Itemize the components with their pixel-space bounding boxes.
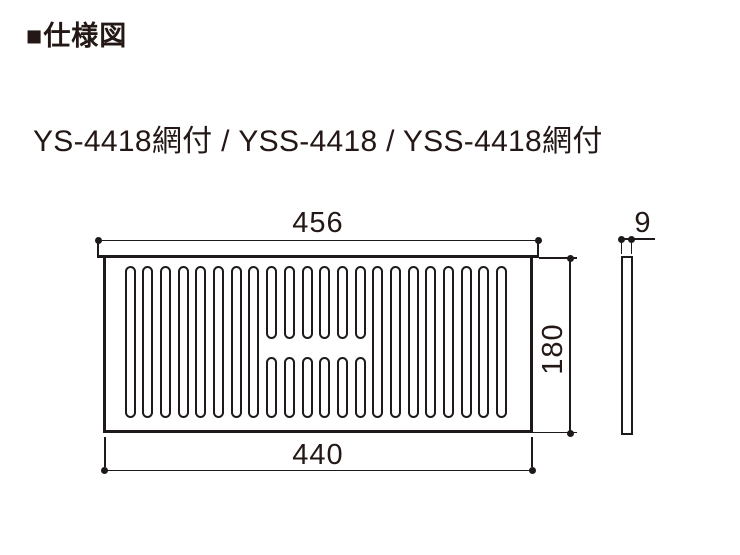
page-title: ■仕様図	[26, 21, 127, 51]
vent-slot-short-top	[336, 266, 348, 339]
dim-180-dot-top	[566, 255, 574, 263]
vent-slot-long	[389, 266, 401, 418]
vent-slot-long	[425, 266, 437, 418]
side-view-outline	[620, 255, 633, 435]
vent-slot-long	[372, 266, 384, 418]
vent-slot-short-top	[266, 266, 278, 339]
dim-440-dot-left	[101, 466, 108, 474]
dim-456-ext-right	[537, 243, 539, 256]
vent-slot-long	[407, 266, 419, 418]
dim-456-label: 456	[292, 207, 344, 239]
vent-slot-long	[142, 266, 154, 418]
dim-180-line	[569, 258, 571, 433]
vent-slot-long	[230, 266, 242, 418]
dim-440-label: 440	[292, 439, 344, 471]
dim-180-ext-bottom	[533, 431, 577, 433]
vent-slot-long	[195, 266, 207, 418]
vent-slot-short-top	[283, 266, 295, 339]
dim-440-dot-right	[528, 466, 536, 474]
vent-slot-short-bottom	[266, 357, 278, 418]
dim-440-line	[104, 469, 533, 471]
vent-slot-short-bottom	[301, 357, 313, 418]
vent-slot-long	[213, 266, 225, 418]
vent-slot-long	[124, 266, 136, 418]
vent-slot-long	[160, 266, 172, 418]
dim-456-ext-left	[97, 243, 99, 256]
dim-9-dot-left	[618, 235, 625, 243]
dim-9-ext-left	[620, 241, 623, 254]
dim-9-dot-right	[628, 235, 635, 243]
dim-456-dot-left	[94, 236, 102, 244]
dim-180-label: 180	[537, 323, 569, 375]
dim-9-label: 9	[634, 207, 652, 239]
vent-slot-long	[478, 266, 490, 418]
vent-slot-long	[495, 266, 507, 418]
dim-180-dot-bottom	[566, 429, 574, 437]
square-bullet-icon: ■	[26, 21, 44, 51]
vent-slot-long	[442, 266, 454, 418]
dim-456-dot-right	[534, 236, 542, 244]
dim-440-ext-right	[531, 437, 533, 467]
dim-440-ext-left	[104, 437, 106, 467]
dim-9-line	[621, 238, 655, 240]
vent-slot-short-bottom	[354, 357, 366, 418]
vent-slot-short-bottom	[319, 357, 331, 418]
vent-slot-long	[248, 266, 260, 418]
dim-456-line	[98, 239, 538, 241]
vent-slot-long	[460, 266, 472, 418]
product-models: YS-4418網付 / YSS-4418 / YSS-4418網付	[33, 125, 603, 158]
dim-180-ext-top	[539, 257, 577, 259]
dim-9-ext-right	[630, 241, 633, 254]
vent-slot-short-top	[319, 266, 331, 339]
vent-slot-short-bottom	[283, 357, 295, 418]
vent-slot-short-bottom	[336, 357, 348, 418]
page-title-text: 仕様図	[43, 21, 128, 51]
vent-slot-short-top	[301, 266, 313, 339]
vent-slot-long	[177, 266, 189, 418]
vent-slot-short-top	[354, 266, 366, 339]
